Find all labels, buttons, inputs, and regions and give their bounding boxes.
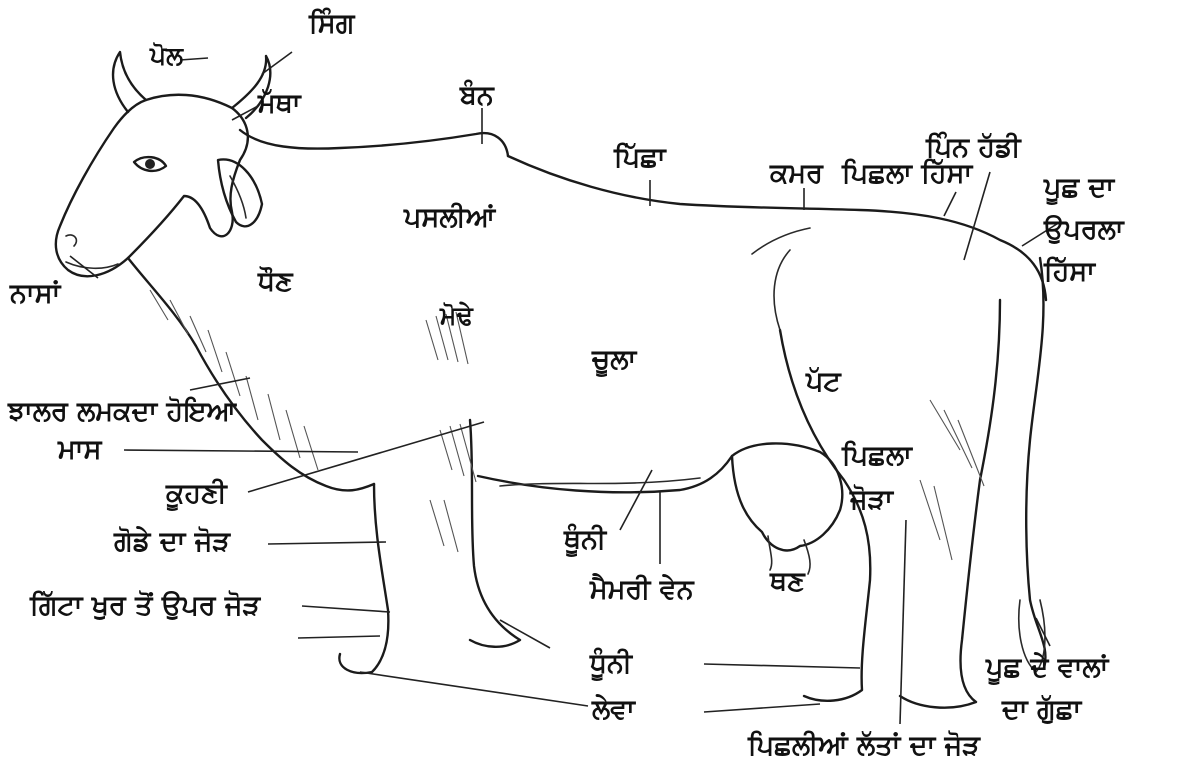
label-pin-bone: ਪਿੰਨ ਹੱਡੀ (926, 132, 1021, 164)
udder (732, 443, 842, 550)
label-udder: ਲੇਵਾ (592, 694, 635, 726)
label-loin: ਕਮਰ (770, 158, 823, 190)
label-neck: ਧੌਣ (258, 266, 293, 298)
label-fetlock: ਗਿੱਟਾ ਖੁਰ ਤੋਂ ਉਪਰ ਜੋੜ (30, 590, 260, 622)
belly (478, 456, 732, 492)
label-crest: ਬੰਨ (460, 80, 494, 112)
flank-curve (774, 250, 790, 330)
leader-navel (620, 470, 652, 530)
leader-brisket (124, 450, 358, 452)
nostril (66, 235, 76, 246)
label-navel: ਥੂੰਨੀ (564, 524, 606, 556)
label-ribs: ਪਸਲੀਆਂ (404, 202, 495, 234)
leader-hock (900, 520, 906, 724)
label-elbow: ਕੂਹਣੀ (166, 478, 227, 510)
label-dewlap-2: ਮਾਸ (58, 434, 101, 466)
label-switch-2: ਦਾ ਗੁੱਛਾ (1002, 694, 1081, 726)
label-hip: ਚੂਲਾ (592, 344, 636, 376)
label-shoulder: ਮੋਢੇ (440, 300, 473, 332)
teat-2 (768, 536, 772, 570)
label-thigh: ਪੱਟ (806, 366, 841, 398)
hind-leg-back (900, 300, 1000, 708)
label-hock: ਪਿਛਲੀਆਂ ਲੱਤਾਂ ਦਾ ਜੋੜ (748, 730, 980, 762)
label-sheath: ਧੂੰਨੀ (590, 648, 632, 680)
leader-poll (180, 58, 208, 60)
pupil (145, 159, 155, 169)
leader-rump (944, 192, 956, 216)
ear (218, 159, 262, 226)
label-forehead: ਮੱਥਾ (258, 88, 301, 120)
leader-udder2 (704, 704, 820, 712)
label-poll: ਪੋਲ (150, 40, 183, 72)
front-leg-front (339, 484, 388, 673)
mouth (66, 262, 118, 268)
mammary-vein (500, 478, 700, 486)
front-leg-rear (470, 420, 520, 647)
leader-knee (268, 542, 386, 544)
tail (1026, 258, 1045, 668)
label-stifle-2: ਜੋੜਾ (850, 484, 893, 516)
head-outline (56, 95, 248, 276)
leader-hoof-front (298, 636, 380, 638)
label-switch-1: ਪੂਛ ਦੇ ਵਾਲਾਂ (986, 652, 1108, 684)
label-tailhead-1: ਪੂਛ ਦਾ (1044, 172, 1114, 204)
neck-top (240, 130, 508, 156)
loin-mark (752, 228, 810, 254)
label-mammary-vein: ਮੈਮਰੀ ਵੇਨ (590, 574, 694, 606)
label-horn: ਸਿੰਗ (309, 8, 354, 40)
label-teat: ਥਣ (770, 566, 805, 598)
label-back: ਪਿੱਛਾ (614, 142, 666, 174)
leader-fetlock (302, 606, 390, 612)
label-dewlap-1: ਝਾਲਰ ਲਮਕਦਾ ਹੋਇਆ (8, 396, 236, 428)
label-stifle-1: ਪਿਛਲਾ (842, 440, 912, 472)
leader-sheath (704, 664, 860, 668)
leader-udder (360, 672, 588, 706)
label-nostrils: ਨਾਸਾਂ (10, 278, 60, 310)
label-tailhead-2: ਉਪਰਲਾ (1044, 214, 1124, 246)
label-tailhead-3: ਹਿੱਸਾ (1044, 256, 1095, 288)
label-knee: ਗੋਡੇ ਦਾ ਜੋੜ (114, 526, 230, 558)
dewlap (128, 258, 374, 490)
leader-dewclaw (500, 620, 550, 648)
